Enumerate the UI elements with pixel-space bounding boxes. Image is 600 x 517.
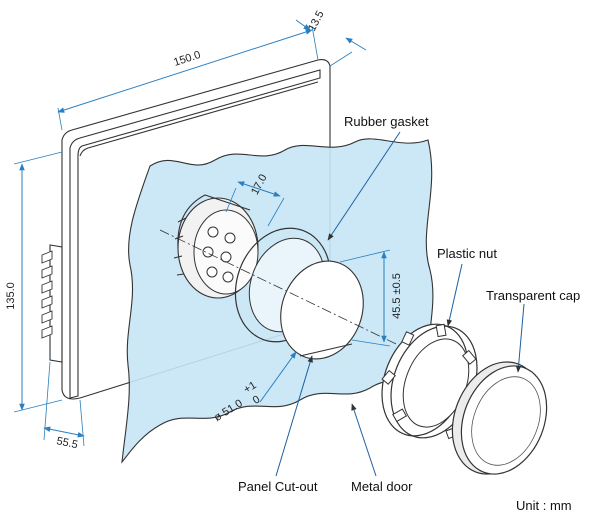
leader-lines <box>275 131 525 477</box>
panel-cutout <box>280 260 364 360</box>
terminal-block <box>41 250 53 339</box>
label-metal-door: Metal door <box>351 479 413 494</box>
dim-diameter-tol-upper: +1 <box>242 379 259 396</box>
label-unit: Unit : mm <box>516 498 572 513</box>
label-plastic-nut: Plastic nut <box>437 246 497 261</box>
dim-width: 150.0 <box>172 49 202 69</box>
transparent-cap <box>451 361 548 475</box>
dim-offset: 55.5 <box>55 435 78 451</box>
dim-height: 135.0 <box>5 282 17 310</box>
dim-cutout-height: 45.5 ±0.5 <box>391 273 403 319</box>
connector-pins <box>202 226 236 283</box>
label-rubber-gasket: Rubber gasket <box>344 114 429 129</box>
dim-diameter-tol-lower: 0 <box>251 393 263 406</box>
label-panel-cutout: Panel Cut-out <box>238 479 318 494</box>
dim-depth: 13.5 <box>306 9 327 34</box>
label-transparent-cap: Transparent cap <box>486 288 580 303</box>
dimension-lines <box>13 19 391 447</box>
